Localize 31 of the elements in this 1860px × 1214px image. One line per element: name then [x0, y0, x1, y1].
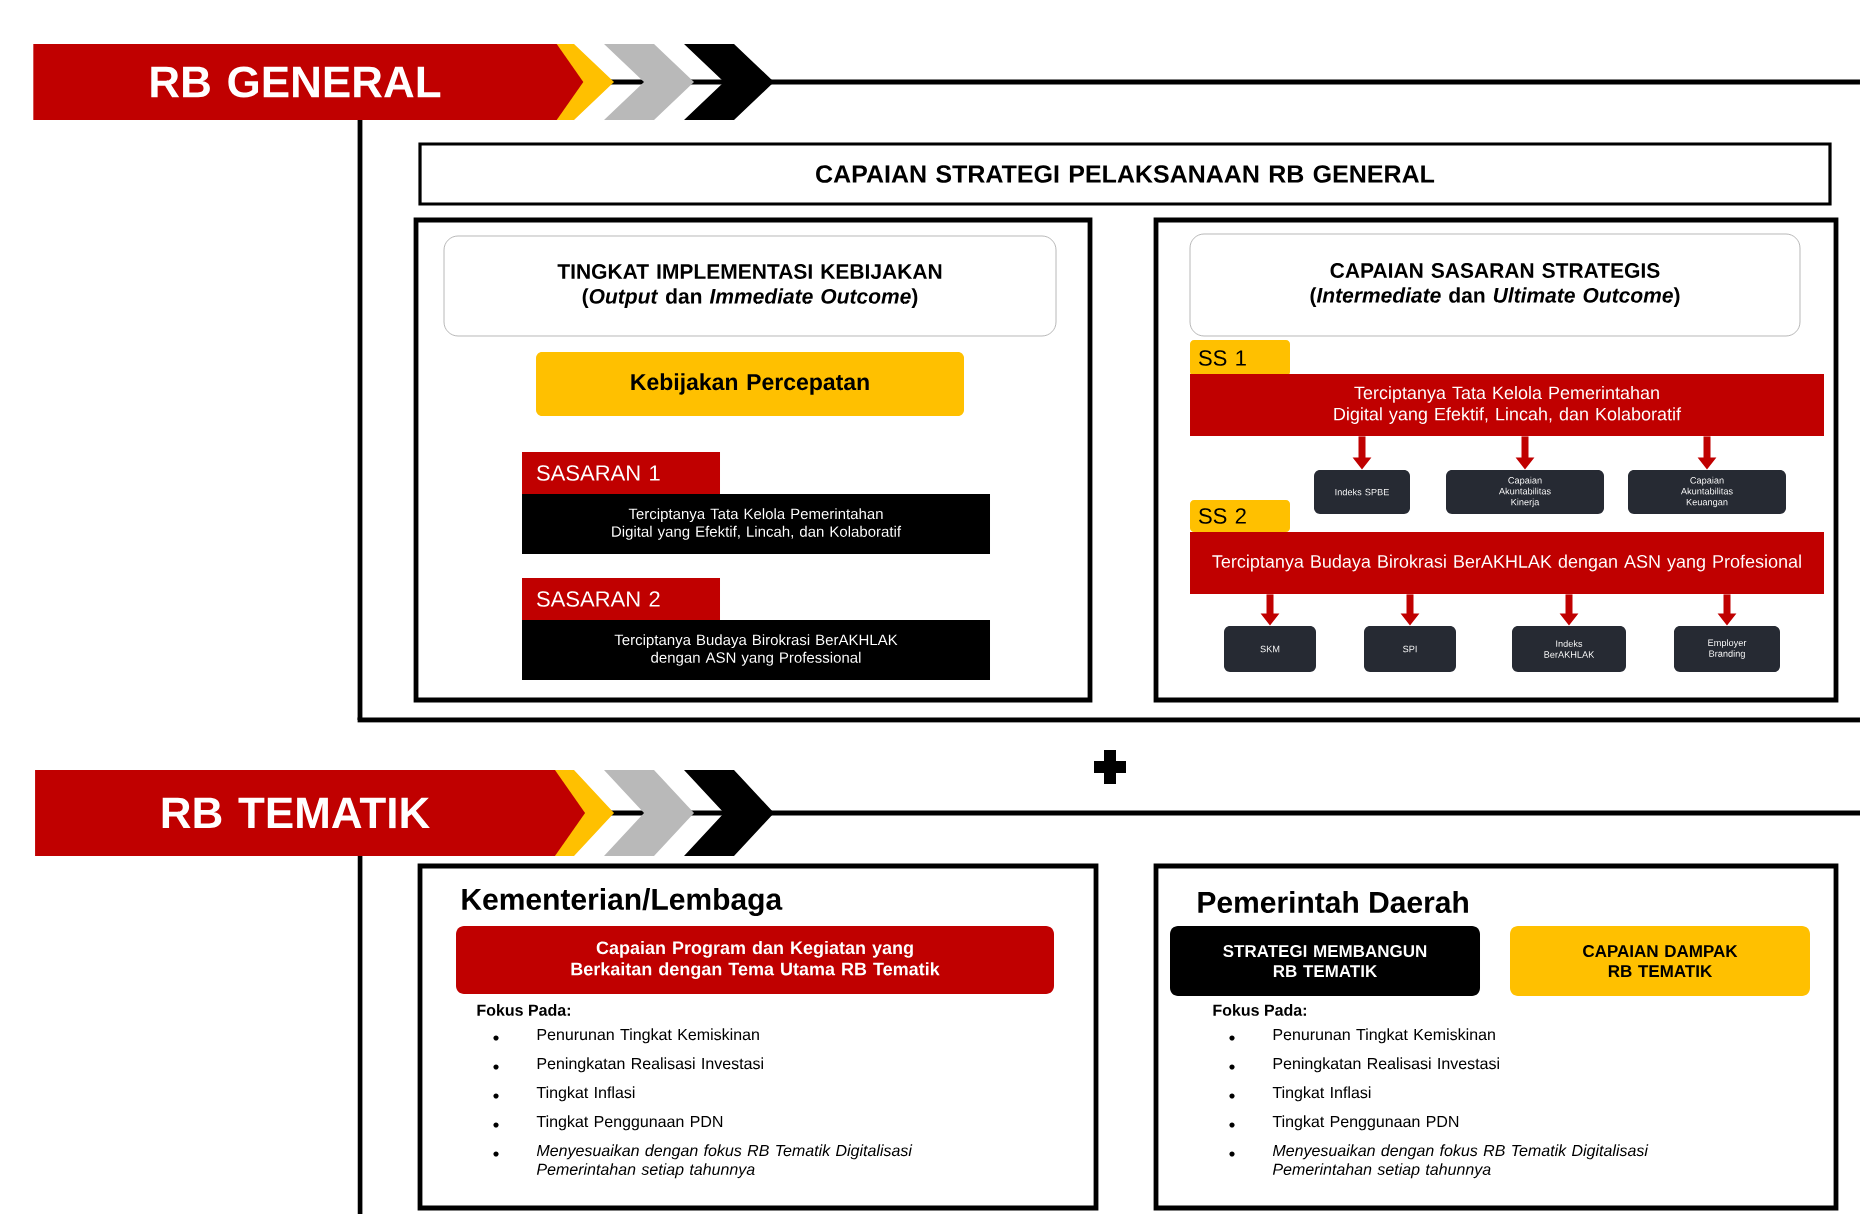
panel-heading: Pemerintah Daerah	[1198, 890, 1468, 913]
target-bar: Terciptanya Tata Kelola Pemerintahan Digital yang Efektif, Lincah, dan Kolaboratif	[1190, 374, 1824, 436]
highlight-box: Kebijakan Percepatan	[536, 352, 964, 416]
panel-box	[1153, 217, 1839, 703]
heading-box: CAPAIAN SASARAN STRATEGIS (Intermediate dan Ultimate Outcome)	[1189, 233, 1801, 337]
bullet-item: Tingkat Penggunaan PDN	[1229, 1115, 1459, 1131]
bullet-item: Tingkat Inflasi	[493, 1086, 635, 1102]
section-banner: RB GENERAL	[33, 44, 584, 120]
bullet-item: Penurunan Tingkat Kemiskinan	[493, 1028, 759, 1044]
bullet-item: Tingkat Inflasi	[1229, 1086, 1371, 1102]
target-tab: SS 1	[1190, 340, 1290, 376]
target-bar: Terciptanya Budaya Birokrasi BerAKHLAK dengan ASN yang Profesional	[1190, 532, 1824, 594]
bullet-item: Penurunan Tingkat Kemiskinan	[1229, 1028, 1495, 1044]
target-tab: SS 2	[1190, 500, 1290, 532]
bullet-item: Peningkatan Realisasi Investasi	[1229, 1057, 1499, 1073]
section-banner: RB TEMATIK	[35, 770, 586, 856]
bullet-item: Menyesuaikan dengan fokus RB Tematik Digitalisasi Pemerintahan setiap tahunnya	[1229, 1144, 1649, 1179]
program-box: Capaian Program dan Kegiatan yang Berkaitan dengan Tema Utama RB Tematik	[456, 926, 1054, 994]
panel-heading: Kementerian/Lembaga	[462, 887, 783, 917]
target-tab: SASARAN 1	[522, 452, 720, 494]
bullet-item: Tingkat Penggunaan PDN	[493, 1115, 723, 1131]
impact-box: CAPAIAN DAMPAK RB TEMATIK	[1510, 926, 1810, 996]
target-tab: SASARAN 2	[522, 578, 720, 620]
focus-label: Fokus Pada:	[477, 1004, 570, 1016]
bullet-item: Menyesuaikan dengan fokus RB Tematik Digitalisasi Pemerintahan setiap tahunnya	[493, 1144, 913, 1179]
bullet-item: Peningkatan Realisasi Investasi	[493, 1057, 763, 1073]
strategy-box: STRATEGI MEMBANGUN RB TEMATIK	[1170, 926, 1480, 996]
heading-box: TINGKAT IMPLEMENTASI KEBIJAKAN (Output dan Immediate Outcome)	[443, 235, 1057, 337]
panel-box	[413, 217, 1093, 703]
focus-label: Fokus Pada:	[1213, 1004, 1306, 1016]
title-box: CAPAIAN STRATEGI PELAKSANAAN RB GENERAL	[418, 142, 1832, 206]
